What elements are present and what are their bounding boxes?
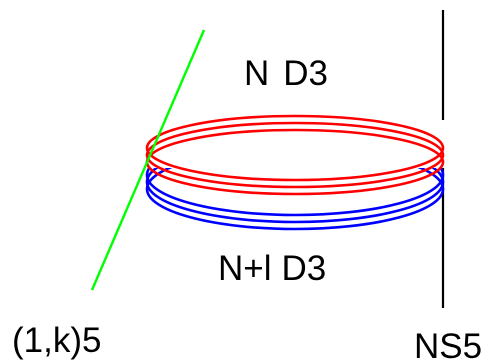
left-brane-open-paren: ( [12,321,24,360]
bottom-d3-label: D3 [282,249,327,288]
top-stack-label: N D3 [244,54,328,93]
red-d3-ring [145,114,445,182]
left-brane-comma: , [43,321,53,360]
left-brane-k: k [53,321,71,360]
left-brane-five: 5 [82,321,101,360]
right-brane-label: NS5 [414,327,482,362]
top-d3-label: D3 [283,54,328,93]
bottom-n-label: N+l [218,249,272,288]
left-brane-close-paren: ) [70,321,82,360]
left-brane-one: 1 [24,321,43,360]
left-brane-label: (1,k)5 [12,321,101,360]
one-k-five-brane-line [90,29,206,291]
top-n-label: N [244,54,269,93]
red-d3-ring [145,121,445,189]
ring-mask [140,120,450,168]
bottom-stack-label: N+l D3 [218,249,326,288]
